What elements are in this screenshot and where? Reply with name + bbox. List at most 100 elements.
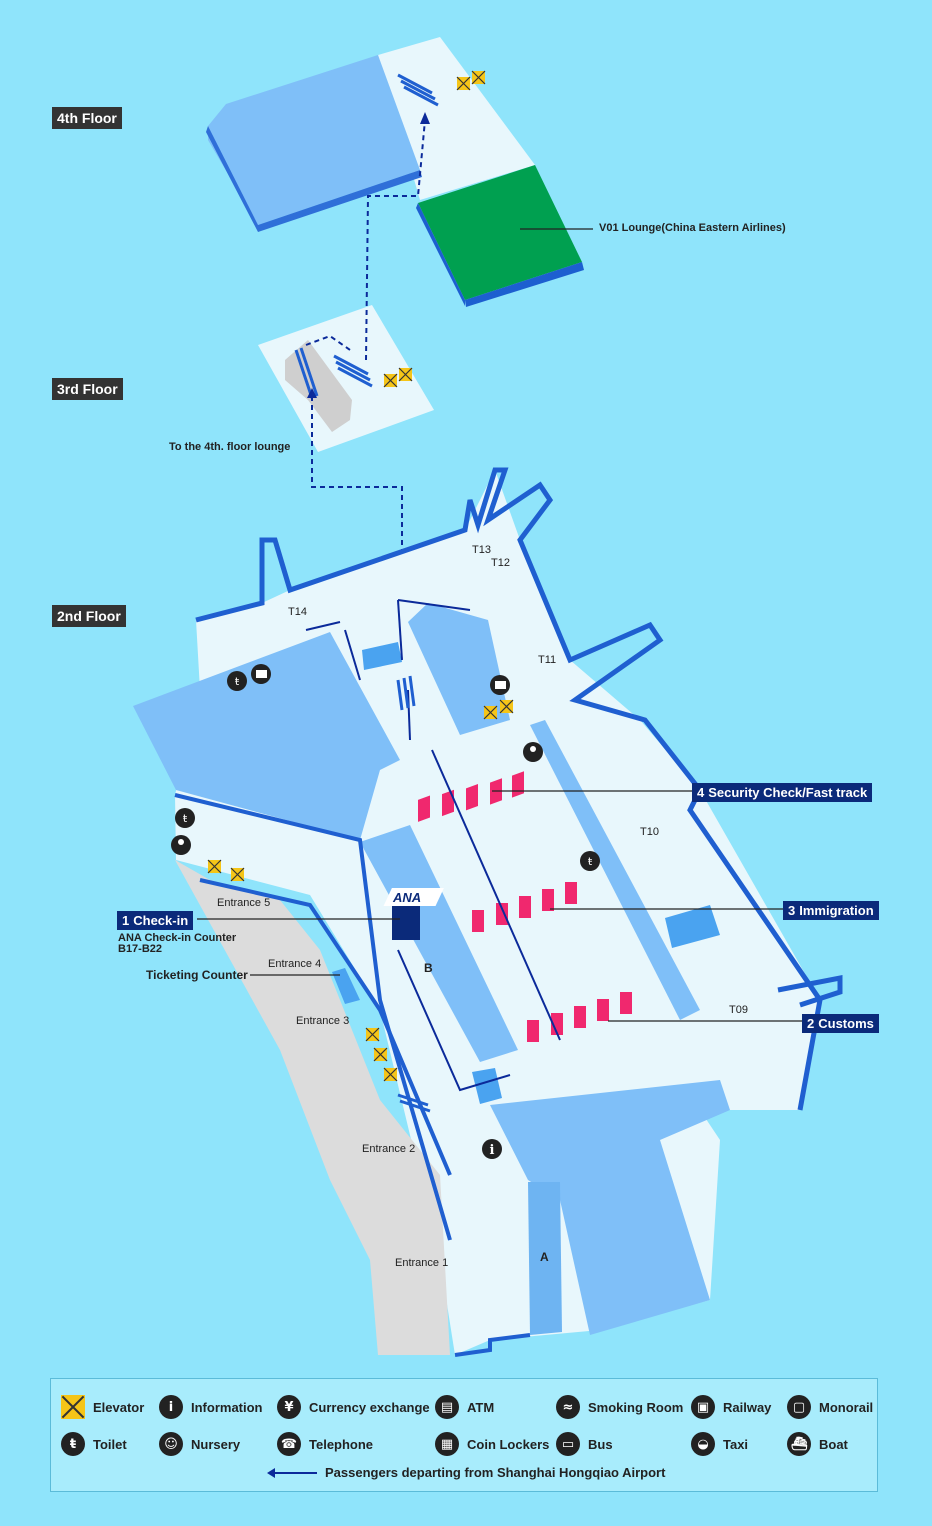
second-floor-plan	[133, 467, 843, 1357]
legend-label: Bus	[588, 1436, 613, 1452]
customs-counters	[527, 992, 632, 1042]
gate-t10: T10	[640, 826, 659, 838]
callout-text: Immigration	[799, 903, 874, 918]
legend-railway: ▣ Railway	[691, 1395, 771, 1419]
information-icon: i	[159, 1395, 183, 1419]
immigration-counters	[472, 882, 577, 932]
railway-icon: ▣	[691, 1395, 715, 1419]
ana-logo: ANA	[393, 890, 422, 905]
gate-t11: T11	[538, 654, 557, 666]
legend-route: Passengers departing from Shanghai Hongq…	[267, 1465, 666, 1480]
legend-label: Boat	[819, 1436, 848, 1452]
entrance-4-label: Entrance 4	[268, 958, 322, 970]
svg-text:ŧ: ŧ	[235, 675, 240, 688]
legend-label: Taxi	[723, 1436, 749, 1452]
lounge-area	[418, 165, 582, 300]
atm-icon: ▤	[435, 1395, 459, 1419]
callout-number: 2	[807, 1016, 815, 1031]
smoking-room-icon: ≈	[556, 1395, 580, 1419]
legend-route-label: Passengers departing from Shanghai Hongq…	[325, 1465, 666, 1480]
nursery-icon	[523, 742, 543, 762]
callout-text: Check-in	[133, 913, 189, 928]
entrance-5-label: Entrance 5	[217, 897, 271, 909]
callout-number: 3	[788, 903, 796, 918]
legend: Elevator i Information ¥ Currency exchange…	[50, 1378, 878, 1492]
toilet-icon: ŧ	[227, 671, 247, 691]
departure-route	[305, 119, 426, 680]
legend-label: Elevator	[93, 1399, 145, 1415]
ticketing-label: Ticketing Counter	[146, 968, 248, 982]
legend-label: Information	[191, 1399, 263, 1415]
legend-coin-lockers: ▦ Coin Lockers	[435, 1432, 549, 1456]
legend-label: Monorail	[819, 1399, 874, 1415]
toilet-icon: ŧ	[61, 1432, 85, 1456]
legend-label: Smoking Room	[588, 1399, 684, 1415]
flow-arrows	[305, 599, 561, 1092]
legend-toilet: ŧ Toilet	[61, 1432, 127, 1456]
gate-t12: T12	[491, 557, 510, 569]
bus-icon: ▭	[556, 1432, 580, 1456]
escalator-icon	[397, 73, 439, 107]
entrance-3-label: Entrance 3	[296, 1015, 350, 1027]
toilet-icon: ŧ	[580, 851, 600, 871]
legend-smoking-room: ≈ Smoking Room	[556, 1395, 683, 1419]
toilet-icon: ŧ	[175, 808, 195, 828]
elevator-icon	[456, 70, 486, 91]
elevator-icon	[207, 699, 514, 1082]
legend-monorail: ▢ Monorail	[787, 1395, 873, 1419]
legend-boat: ⛴ Boat	[787, 1432, 848, 1456]
callout-number: 4	[697, 785, 705, 800]
legend-taxi: ◒ Taxi	[691, 1432, 748, 1456]
currency-exchange-icon	[490, 675, 510, 695]
entrance-2-label: Entrance 2	[362, 1143, 416, 1155]
boat-icon: ⛴	[787, 1432, 811, 1456]
legend-label: Toilet	[93, 1436, 127, 1452]
ana-note-line2: B17-B22	[118, 943, 163, 955]
escalator-icon	[396, 675, 431, 1113]
callout-number: 1	[122, 913, 130, 928]
escalator-icon	[294, 347, 373, 399]
route-arrow-icon	[267, 1467, 317, 1478]
legend-label: ATM	[467, 1399, 495, 1415]
callout-text: Security Check/Fast track	[708, 785, 868, 800]
legend-label: Currency exchange	[309, 1399, 430, 1415]
legend-information: i Information	[159, 1395, 263, 1419]
floor-tag-4: 4th Floor	[52, 107, 122, 129]
legend-label: Nursery	[191, 1436, 241, 1452]
nursery-icon	[171, 835, 191, 855]
legend-telephone: ☎ Telephone	[277, 1432, 373, 1456]
lounge-label: V01 Lounge(China Eastern Airlines)	[599, 222, 786, 234]
legend-label: Telephone	[309, 1436, 374, 1452]
legend-nursery: ☺ Nursery	[159, 1432, 240, 1456]
legend-elevator: Elevator	[61, 1395, 144, 1419]
legend-label: Coin Lockers	[467, 1436, 550, 1452]
area-a-label: A	[540, 1250, 549, 1264]
gate-t09: T09	[729, 1004, 748, 1016]
floor-tag-3: 3rd Floor	[52, 378, 123, 400]
taxi-icon: ◒	[691, 1432, 715, 1456]
entrance-1-label: Entrance 1	[395, 1257, 449, 1269]
svg-text:i: i	[490, 1143, 495, 1158]
legend-bus: ▭ Bus	[556, 1432, 613, 1456]
currency-exchange-icon: ¥	[277, 1395, 301, 1419]
coin-lockers-icon: ▦	[435, 1432, 459, 1456]
to-lounge-label: To the 4th. floor lounge	[169, 441, 291, 453]
third-floor-plan	[258, 305, 434, 452]
area-b-label: B	[424, 961, 433, 975]
svg-text:ŧ: ŧ	[588, 855, 593, 868]
legend-label: Railway	[723, 1399, 772, 1415]
gate-t13: T13	[472, 544, 491, 556]
elevator-icon	[61, 1395, 85, 1419]
gate-t14: T14	[288, 606, 307, 618]
nursery-icon: ☺	[159, 1432, 183, 1456]
currency-exchange-icon	[251, 664, 271, 684]
monorail-icon: ▢	[787, 1395, 811, 1419]
telephone-icon: ☎	[277, 1432, 301, 1456]
ana-note-line1: ANA Check-in Counter	[118, 932, 237, 944]
legend-currency-exchange: ¥ Currency exchange	[277, 1395, 430, 1419]
information-icon: i	[482, 1139, 502, 1159]
